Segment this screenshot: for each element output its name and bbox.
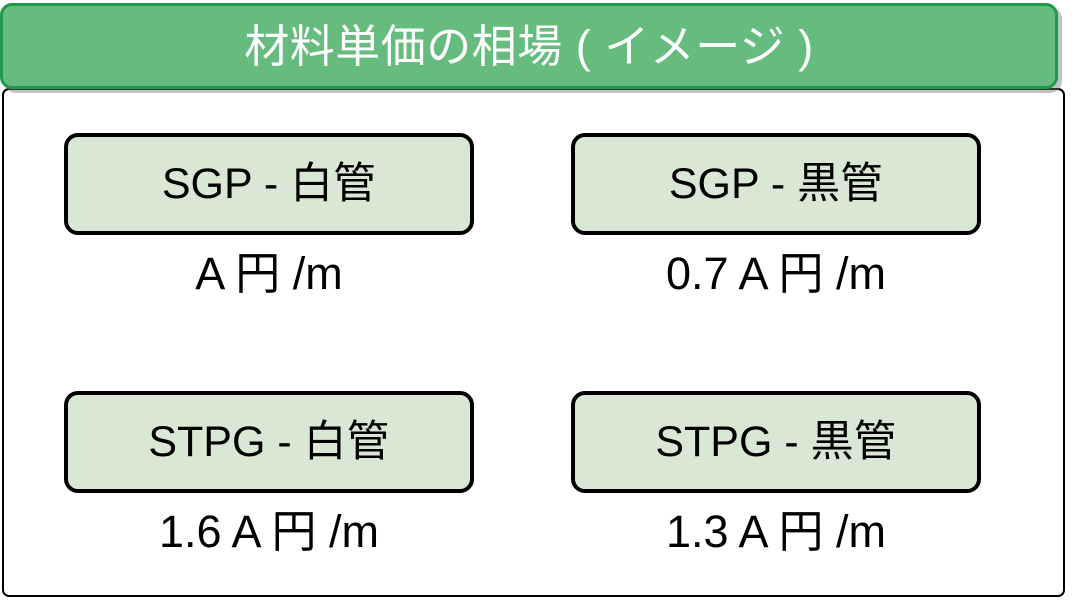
material-cell-sgp-white: SGP - 白管 A 円 /m <box>64 133 474 299</box>
material-box-stpg-black[interactable]: STPG - 黒管 <box>571 391 981 493</box>
material-cell-stpg-white: STPG - 白管 1.6 A 円 /m <box>64 391 474 557</box>
material-box-stpg-white[interactable]: STPG - 白管 <box>64 391 474 493</box>
material-cell-sgp-black: SGP - 黒管 0.7 A 円 /m <box>571 133 981 299</box>
material-box-label: STPG - 白管 <box>148 417 390 466</box>
material-box-label: STPG - 黒管 <box>655 417 897 466</box>
material-cell-stpg-black: STPG - 黒管 1.3 A 円 /m <box>571 391 981 557</box>
material-price-stpg-black: 1.3 A 円 /m <box>665 506 887 557</box>
material-box-sgp-white[interactable]: SGP - 白管 <box>64 133 474 235</box>
page-title: 材料単価の相場 ( イメージ ) <box>244 20 814 72</box>
material-price-sgp-white: A 円 /m <box>195 248 343 299</box>
material-price-stpg-white: 1.6 A 円 /m <box>158 506 380 557</box>
material-box-label: SGP - 黒管 <box>668 159 884 208</box>
material-box-sgp-black[interactable]: SGP - 黒管 <box>571 133 981 235</box>
content-panel: SGP - 白管 A 円 /m SGP - 黒管 0.7 A 円 /m STPG… <box>2 88 1065 597</box>
header-banner: 材料単価の相場 ( イメージ ) <box>0 3 1058 89</box>
material-box-label: SGP - 白管 <box>161 159 377 208</box>
material-price-sgp-black: 0.7 A 円 /m <box>665 248 887 299</box>
